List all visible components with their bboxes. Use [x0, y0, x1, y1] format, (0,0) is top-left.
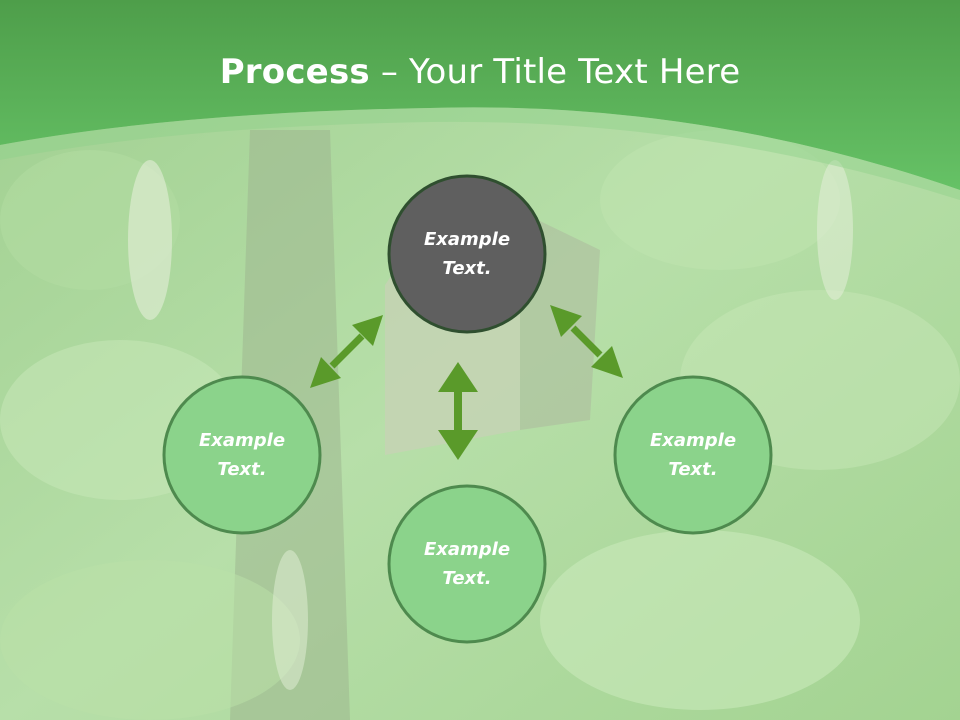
node-bottom[interactable] — [387, 484, 547, 644]
node-right-label: Example Text. — [649, 430, 737, 480]
node-left-label: Example Text. — [198, 430, 286, 480]
node-top-label: Example Text. — [423, 229, 511, 279]
page-title: Process – Your Title Text Here — [0, 52, 960, 92]
arrow-vertical — [438, 362, 478, 460]
node-left[interactable] — [162, 375, 322, 535]
title-bold: Process — [219, 52, 370, 92]
node-right[interactable] — [613, 375, 773, 535]
title-rest: – Your Title Text Here — [369, 52, 741, 92]
node-bottom-label: Example Text. — [423, 539, 511, 589]
arrow-top-left — [310, 315, 383, 388]
arrow-top-right — [550, 305, 623, 378]
node-top[interactable] — [387, 174, 547, 334]
